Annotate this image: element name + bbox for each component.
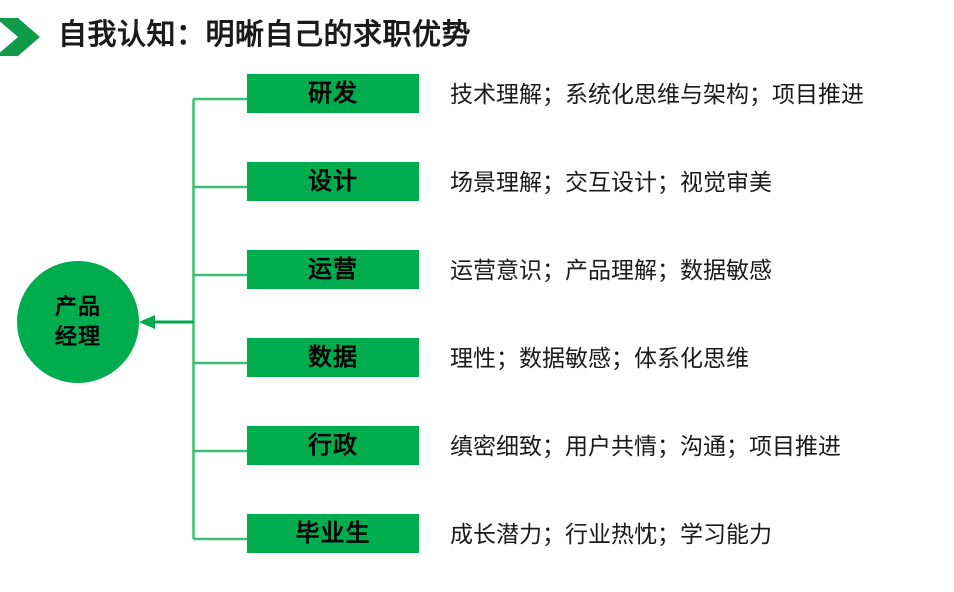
branch-box-label: 毕业生: [295, 519, 371, 547]
branch-description: 理性；数据敏感；体系化思维: [450, 344, 749, 371]
root-node-label-line2: 经理: [54, 324, 101, 349]
branch-description: 成长潜力；行业热忱；学习能力: [450, 520, 772, 547]
root-node-product-manager[interactable]: 产品 经理: [17, 261, 139, 383]
branch-box-data[interactable]: 数据: [247, 338, 419, 377]
branch-description: 运营意识；产品理解；数据敏感: [450, 256, 772, 283]
branch-description: 技术理解；系统化思维与架构；项目推进: [450, 80, 864, 107]
branch-box-design[interactable]: 设计: [247, 162, 419, 201]
root-node-label-line1: 产品: [54, 294, 101, 319]
page-title: 自我认知：明晰自己的求职优势: [58, 19, 472, 51]
branch-box-label: 运营: [308, 255, 358, 283]
branch-description: 场景理解；交互设计；视觉审美: [450, 168, 772, 195]
branch-box-label: 设计: [308, 167, 358, 195]
chevron-right-icon: [0, 18, 48, 56]
branch-box-rd[interactable]: 研发: [247, 74, 419, 113]
branch-box-administration[interactable]: 行政: [247, 426, 419, 465]
slide-title-row: 自我认知：明晰自己的求职优势: [0, 13, 954, 59]
branch-box-label: 数据: [308, 343, 358, 371]
branch-box-graduate[interactable]: 毕业生: [247, 514, 419, 553]
branch-box-label: 行政: [308, 431, 358, 459]
branch-box-operations[interactable]: 运营: [247, 250, 419, 289]
branch-box-label: 研发: [308, 79, 358, 107]
branch-description: 缜密细致；用户共情；沟通；项目推进: [450, 432, 841, 459]
